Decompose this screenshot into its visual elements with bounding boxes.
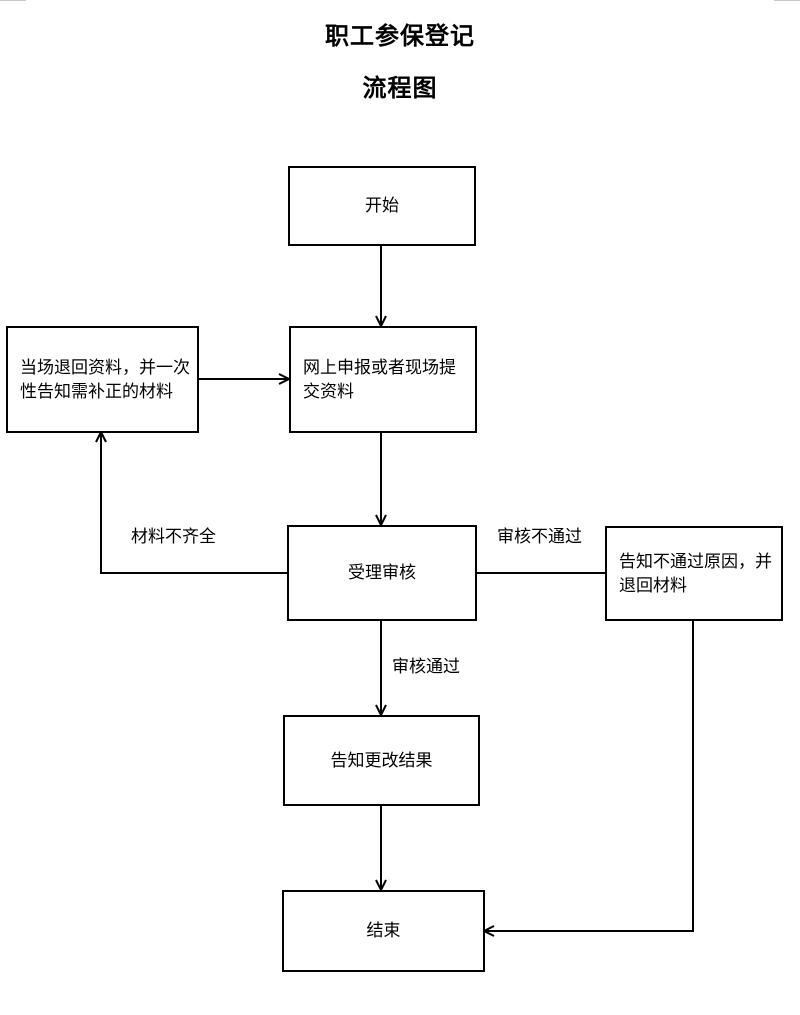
start-node: 开始 [288,166,476,246]
notify-result-node-label: 告知更改结果 [330,750,433,771]
review-node-label: 受理审核 [348,563,416,583]
return-incomplete-node-label: 当场退回资料，并一次性告知需补正的材料 [20,357,190,402]
submit-node-label: 网上申报或者现场提交资料 [303,357,456,402]
page-corner-mark-right [774,0,800,1]
edge-label-incomplete: 材料不齐全 [131,527,216,547]
end-node-label: 结束 [366,921,401,941]
edge-label-fail: 审核不通过 [497,527,582,547]
page-subtitle: 流程图 [362,73,438,102]
review-node: 受理审核 [287,525,477,621]
edge-label-pass: 审核通过 [392,657,460,677]
arrow-review-to-return [101,432,287,574]
submit-node: 网上申报或者现场提交资料 [289,326,477,433]
notify-fail-node-label: 告知不通过原因，并退回材料 [619,551,772,596]
page-title: 职工参保登记 [325,21,475,50]
notify-fail-node: 告知不通过原因，并退回材料 [605,526,783,621]
notify-result-node: 告知更改结果 [283,715,480,806]
page-corner-mark-left [0,0,26,1]
start-node-label: 开始 [365,196,399,216]
arrow-notify-fail-to-end [484,620,694,931]
end-node: 结束 [282,890,485,972]
return-incomplete-node: 当场退回资料，并一次性告知需补正的材料 [6,326,199,433]
